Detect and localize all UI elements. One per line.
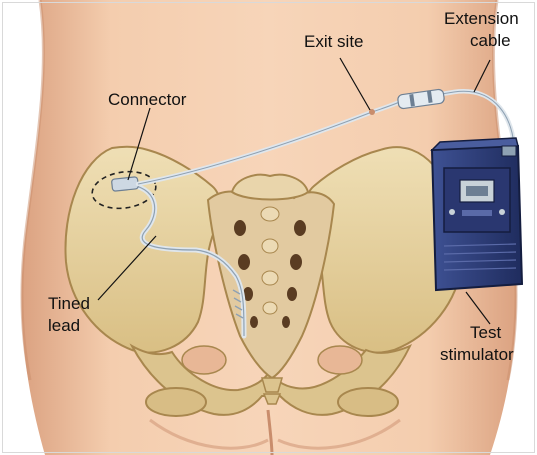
right-ischium bbox=[338, 388, 398, 416]
foramen-l2 bbox=[238, 254, 250, 270]
tined-lead-label-line2: lead bbox=[48, 316, 80, 336]
extension-cable-label-line1: Extension bbox=[444, 9, 519, 29]
foramen-r3 bbox=[287, 287, 297, 301]
right-obturator bbox=[318, 346, 362, 374]
test-stimulator-label-line1: Test bbox=[470, 323, 501, 343]
connector bbox=[111, 177, 138, 192]
foramen-r1 bbox=[294, 220, 306, 236]
left-ischium bbox=[146, 388, 206, 416]
foramen-r2 bbox=[290, 254, 302, 270]
tined-lead-label-line1: Tined bbox=[48, 294, 90, 314]
foramen-r4 bbox=[282, 316, 290, 328]
foramen-l4 bbox=[250, 316, 258, 328]
top-vertebra bbox=[232, 175, 308, 200]
exit-site-label: Exit site bbox=[304, 32, 364, 52]
foramen-l1 bbox=[234, 220, 246, 236]
test-stimulator-device bbox=[432, 138, 522, 290]
connector-label: Connector bbox=[108, 90, 186, 110]
test-stimulator-label-line2: stimulator bbox=[440, 345, 514, 365]
extension-cable-label-line2: cable bbox=[470, 31, 511, 51]
left-obturator bbox=[182, 346, 226, 374]
